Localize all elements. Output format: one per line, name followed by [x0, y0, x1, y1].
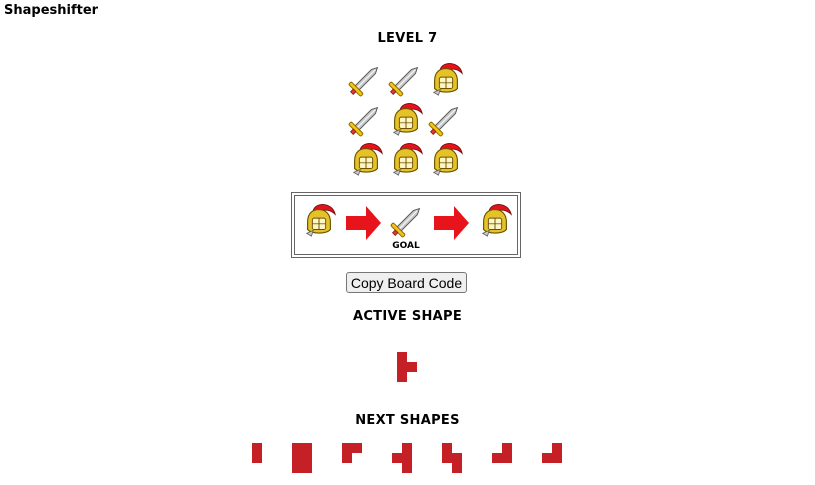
shape-block [402, 453, 412, 463]
sword-icon [390, 207, 421, 238]
board-cell-sword[interactable] [387, 60, 427, 100]
board-cell-sword[interactable] [427, 100, 467, 140]
shape-block [252, 443, 262, 453]
arrow-right-icon [346, 206, 381, 240]
app-title: Shapeshifter [4, 3, 99, 18]
next-shapes-title: NEXT SHAPES [355, 413, 460, 428]
shape-block [452, 463, 462, 473]
shape-block [552, 453, 562, 463]
shape-block [502, 443, 512, 453]
shape-block [352, 443, 362, 453]
sword-icon [348, 66, 379, 97]
level-title: LEVEL 7 [377, 31, 438, 46]
board-cell-helmet[interactable] [427, 60, 467, 100]
shape-block [292, 443, 302, 453]
board-cell-helmet[interactable] [387, 140, 427, 180]
goal-label: GOAL [392, 241, 420, 251]
board-cell-sword[interactable] [347, 60, 387, 100]
shape-block [442, 453, 452, 463]
shape-block [502, 453, 512, 463]
board-cell-helmet[interactable] [347, 140, 387, 180]
copy-board-code-button[interactable]: Copy Board Code [346, 272, 467, 293]
goal-panel: GOAL [291, 192, 521, 258]
shape-block [397, 352, 407, 362]
goal-item-middle [389, 201, 427, 239]
helmet-icon [392, 143, 423, 176]
helmet-icon [432, 143, 463, 176]
goal-panel-inner: GOAL [294, 195, 518, 255]
shape-block [392, 453, 402, 463]
shape-block [292, 463, 302, 473]
shape-block [407, 362, 417, 372]
active-shape-title: ACTIVE SHAPE [352, 309, 463, 324]
game-board[interactable] [347, 60, 467, 180]
shape-block [292, 453, 302, 463]
shape-block [302, 453, 312, 463]
shape-block [492, 453, 502, 463]
helmet-icon [352, 143, 383, 176]
goal-item-end [476, 201, 514, 239]
shape-block [452, 453, 462, 463]
shape-block [542, 453, 552, 463]
goal-item-start [300, 201, 338, 239]
arrow-right-icon [434, 206, 469, 240]
helmet-icon [481, 204, 512, 237]
shape-block [442, 443, 452, 453]
shape-block [552, 443, 562, 453]
board-cell-sword[interactable] [347, 100, 387, 140]
board-cell-helmet[interactable] [387, 100, 427, 140]
shape-block [342, 443, 352, 453]
shape-block [397, 372, 407, 382]
helmet-icon [305, 204, 336, 237]
shape-block [302, 463, 312, 473]
shape-block [252, 453, 262, 463]
sword-icon [428, 106, 459, 137]
helmet-icon [392, 103, 423, 136]
shape-block [342, 453, 352, 463]
sword-icon [348, 106, 379, 137]
shape-block [402, 463, 412, 473]
helmet-icon [432, 63, 463, 96]
sword-icon [388, 66, 419, 97]
shape-block [302, 443, 312, 453]
shape-block [397, 362, 407, 372]
board-cell-helmet[interactable] [427, 140, 467, 180]
shape-block [402, 443, 412, 453]
